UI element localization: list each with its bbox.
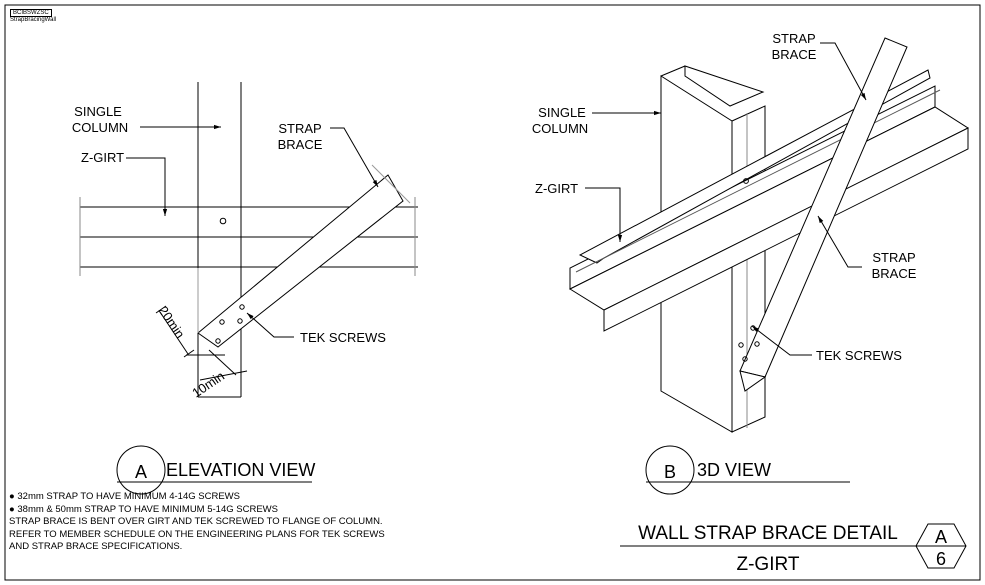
note-line: AND STRAP BRACE SPECIFICATIONS. [9,541,183,553]
elev-tek-screw-1 [239,304,245,310]
iso-girt-screw [743,178,749,184]
elev-screws-leader [246,312,294,338]
iso-strap-top-leader [820,42,867,101]
elev-column-label-2: COLUMN [72,120,128,135]
iso-strap-top-label-2: BRACE [772,47,817,62]
iso-column-flange [684,65,765,107]
iso-screws-label: TEK SCREWS [816,348,902,363]
elev-girt-label: Z-GIRT [81,150,124,165]
elev-strap-label-2: BRACE [278,137,323,152]
general-notes: ● 32mm STRAP TO HAVE MINIMUM 4-14G SCREW… [9,491,385,554]
iso-column-label-2: COLUMN [532,121,588,136]
elev-dim-20-text: 20min [156,303,188,341]
iso-girt-bottom-flange [603,127,969,332]
elev-dim-20-tick-b [183,349,195,358]
iso-tek-screw-2 [738,342,744,348]
elev-girt-screw [219,217,227,225]
title-block: WALL STRAP BRACE DETAIL Z-GIRT A 6 [620,523,967,575]
elev-girt-leader [126,157,168,216]
iso-screws-leader [751,325,812,356]
iso-girt-crease [575,89,941,273]
iso-callout-circle [645,445,695,495]
iso-column-top-lip [660,65,686,77]
elev-dim-20-line [159,311,189,355]
sheet-name: StrapBracingWall [10,17,57,23]
iso-callout: B 3D VIEW [645,445,850,495]
elev-strap-brace [197,174,404,348]
elev-dim-20-tick-a [155,305,167,314]
detail-letter: A [935,527,947,547]
note-line: STRAP BRACE IS BENT OVER GIRT AND TEK SC… [9,516,383,528]
iso-view-title: 3D VIEW [697,460,771,480]
sheet-tag: BCIBSWZSC StrapBracingWall [10,9,56,23]
elev-dim-10-line [199,370,248,381]
iso-tek-screw-3 [754,341,760,347]
iso-strap-right-leader [817,215,862,268]
elev-strap-end-line [371,164,411,204]
elev-column-label-1: SINGLE [74,104,122,119]
sheet-border [4,4,981,581]
elev-view-title: ELEVATION VIEW [166,460,315,480]
elev-screws-label: TEK SCREWS [300,330,386,345]
elev-callout: A ELEVATION VIEW [116,445,315,495]
elevation-view [79,82,418,398]
elev-tek-screw-4 [215,338,221,344]
elev-callout-circle [116,445,166,495]
elev-callout-letter: A [135,462,147,482]
iso-tek-screw-4 [742,356,748,362]
elev-dim-10-ext [208,349,237,376]
iso-column-label-1: SINGLE [538,105,586,120]
elev-tek-screw-2 [219,319,225,325]
iso-strap-right-label-2: BRACE [872,266,917,281]
note-line: ● 32mm STRAP TO HAVE MINIMUM 4-14G SCREW… [9,491,240,502]
iso-callout-letter: B [664,462,676,482]
iso-strap-top-label-1: STRAP [772,31,815,46]
note-line: REFER TO MEMBER SCHEDULE ON THE ENGINEER… [9,528,385,540]
note-line: ● 38mm & 50mm STRAP TO HAVE MINIMUM 5-14… [9,503,278,515]
elev-strap-leader [330,127,379,188]
iso-strap-tip [739,370,767,392]
detail-title: WALL STRAP BRACE DETAIL [638,523,898,544]
iso-leaders [585,42,867,356]
elev-tek-screw-3 [237,318,243,324]
iso-girt-label: Z-GIRT [535,181,578,196]
elev-strap-label-1: STRAP [278,121,321,136]
detail-subtitle: Z-GIRT [737,554,800,575]
iso-girt-leader [585,187,623,242]
sheet-number: 6 [936,549,946,569]
iso-strap-right-label-1: STRAP [872,250,915,265]
iso-view [568,37,970,433]
elev-dim-10-text: 10min [189,368,227,400]
